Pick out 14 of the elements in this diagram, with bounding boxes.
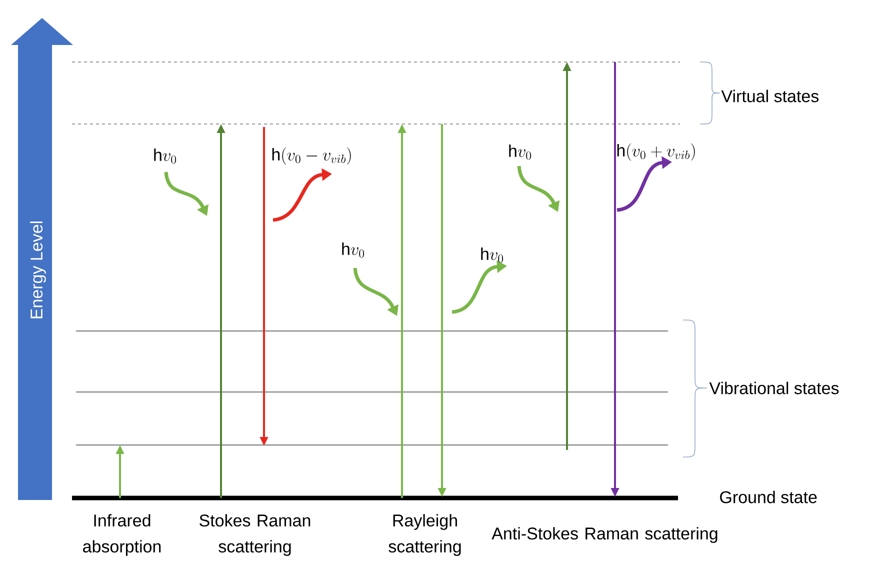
process-label: Infrared absorption bbox=[83, 514, 161, 556]
photon-label: $\mathrm{h}v_{0}$ bbox=[481, 248, 504, 263]
photon-label: $\mathrm{h}v_{0}$ bbox=[509, 144, 532, 160]
bracket-label: Vibrational states bbox=[709, 382, 839, 394]
photon-label: $\mathrm{h}(v_{0} + v_{vib})$ bbox=[617, 143, 695, 161]
process-label: Anti-Stokes Raman scattering bbox=[492, 527, 718, 543]
photon-label: $\mathrm{h}(v_{0} - v_{vib})$ bbox=[272, 147, 351, 165]
process-label: Stokes Raman scattering bbox=[200, 514, 310, 556]
bracket-label: Virtual states bbox=[721, 90, 819, 102]
level-label: Ground state bbox=[720, 490, 817, 504]
photon-label: $\mathrm{h}v_{0}$ bbox=[154, 148, 176, 164]
axis-label: Energy Level bbox=[30, 222, 46, 318]
photon-label: $\mathrm{h}v_{0}$ bbox=[342, 242, 364, 258]
process-label: Rayleigh scattering bbox=[388, 514, 461, 556]
